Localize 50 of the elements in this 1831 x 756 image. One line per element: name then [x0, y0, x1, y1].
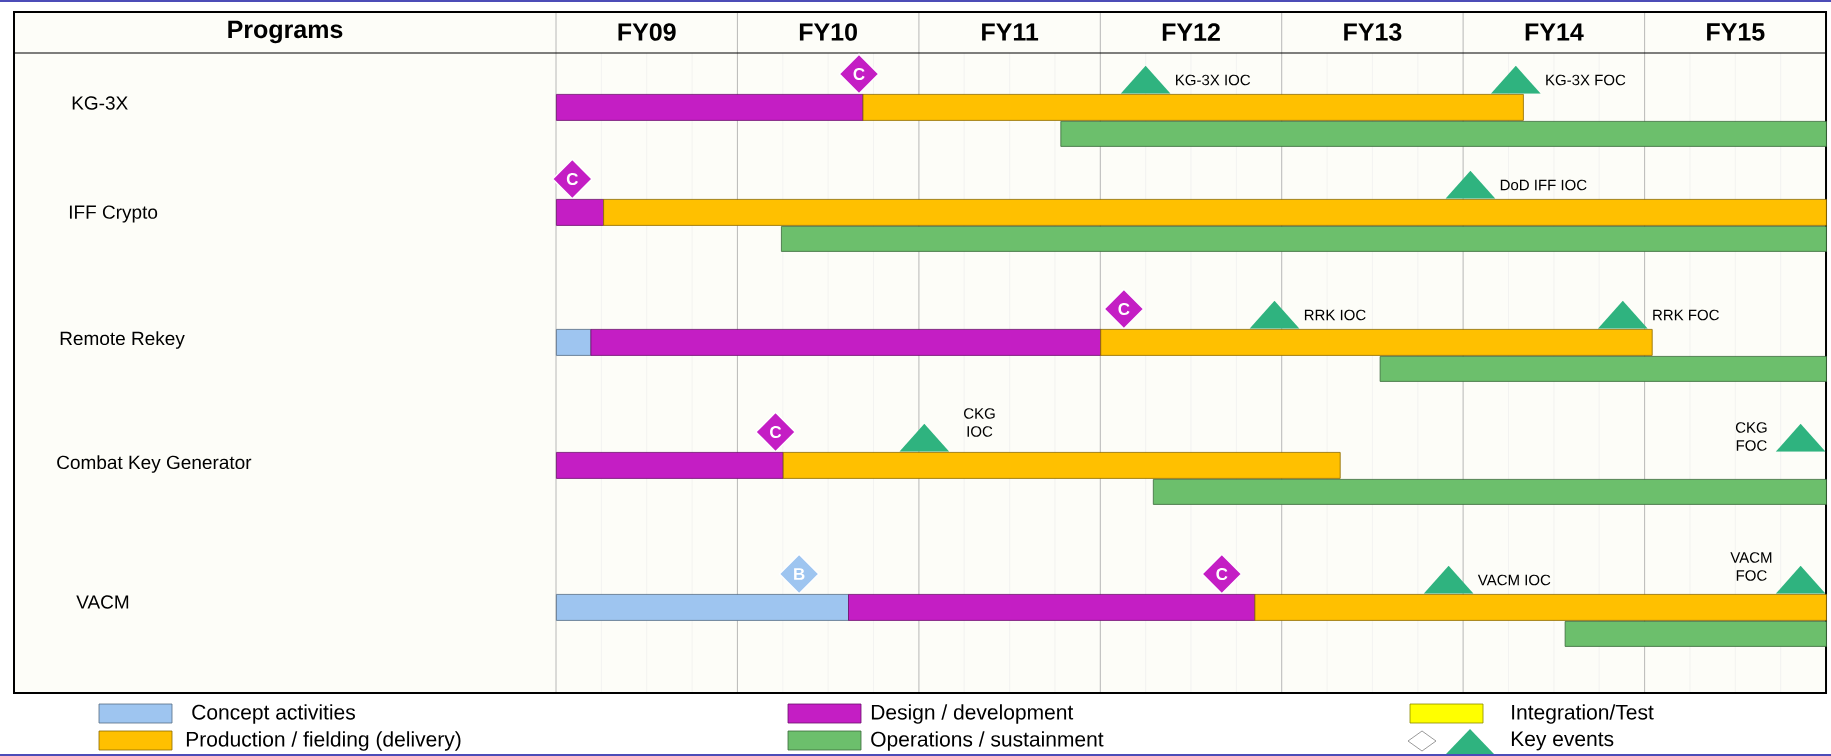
program-label: IFF Crypto	[69, 205, 158, 223]
milestone-triangle	[1445, 170, 1496, 199]
column-header: FY10	[799, 23, 857, 41]
column-header: FY14	[1525, 23, 1584, 41]
gantt-bar	[1100, 329, 1653, 356]
program-label: KG-3X	[72, 96, 128, 110]
milestone-label: CKG IOC	[964, 408, 995, 437]
milestone-triangle	[1423, 565, 1474, 594]
program-label: Remote Rekey	[60, 331, 185, 349]
gantt-bar	[1060, 121, 1827, 147]
milestone-label: RRK IOC	[1304, 309, 1366, 321]
milestone-triangle	[1249, 300, 1300, 329]
milestone-triangle	[1775, 423, 1826, 452]
milestone-label: KG-3X IOC	[1176, 74, 1251, 86]
milestone-triangle	[1597, 300, 1648, 329]
milestone-label: CKG FOC	[1735, 422, 1767, 451]
gantt-bar	[556, 329, 592, 356]
milestone-label: KG-3X FOC	[1546, 74, 1626, 86]
column-header: FY11	[982, 23, 1039, 41]
gantt-bar	[1564, 621, 1827, 647]
legend-label: Production / fielding (delivery)	[186, 731, 461, 751]
milestone-label: VACM FOC	[1730, 552, 1772, 581]
program-label: VACM	[76, 595, 129, 609]
gantt-bar	[1254, 594, 1827, 621]
gantt-bar	[1152, 479, 1827, 505]
gantt-bar	[862, 94, 1524, 121]
legend-label: Design / development	[871, 704, 1074, 724]
column-header: FY12	[1162, 23, 1220, 41]
milestone-triangle	[1775, 565, 1826, 594]
legend-label: Operations / sustainment	[871, 731, 1104, 751]
milestone-triangle	[899, 423, 950, 452]
milestone-label: RRK FOC	[1653, 309, 1719, 321]
milestone-triangle	[1120, 65, 1171, 94]
legend-label: Key events	[1511, 731, 1614, 751]
legend-label: Integration/Test	[1512, 704, 1654, 724]
column-header: Programs	[228, 20, 343, 44]
gantt-bar	[1379, 356, 1827, 382]
column-header: FY13	[1344, 23, 1402, 41]
column-header: FY09	[618, 23, 676, 41]
gantt-bar	[556, 199, 604, 226]
milestone-label: DoD IFF IOC	[1500, 179, 1587, 191]
column-header: FY15	[1707, 23, 1765, 41]
gantt-bar	[781, 226, 1827, 252]
milestone-label: VACM IOC	[1477, 574, 1551, 586]
gantt-bar	[782, 452, 1341, 479]
legend-label: Concept activities	[192, 704, 355, 724]
program-label: Combat Key Generator	[57, 455, 252, 473]
milestone-triangle	[1490, 65, 1541, 94]
gantt-bar	[590, 329, 1102, 356]
gantt-bar	[603, 199, 1827, 226]
